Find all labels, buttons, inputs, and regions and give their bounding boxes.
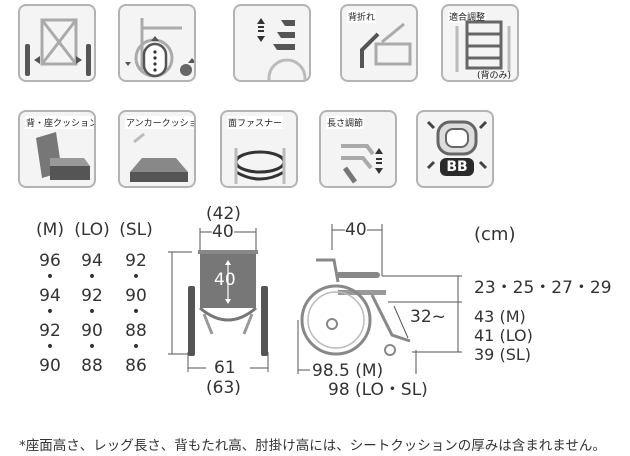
feature-icon-armrest <box>233 4 311 82</box>
feature-icon-bb: BB <box>416 110 494 188</box>
fitting-adjust-icon <box>455 20 511 72</box>
bb-seat-icon <box>426 120 488 170</box>
side-armrest-heights: 23・25・27・29 <box>474 278 612 298</box>
side-length-lo-sl: 98 (LO・SL) <box>328 380 428 400</box>
height-adjust-wheel-icon <box>125 18 194 78</box>
feature-icon-fastener: 面ファスナー <box>220 110 298 188</box>
front-top-width-paren: (42) <box>206 204 241 224</box>
front-top-width: 40 <box>212 222 234 242</box>
front-back-height: 40 <box>214 270 236 290</box>
front-view-drawing <box>168 228 269 372</box>
icon-label: 背・座クッション <box>25 116 94 129</box>
feature-icon-fitting-adjust: 適合調整 (背のみ) <box>441 4 519 82</box>
front-bottom-width: 61 <box>214 358 236 378</box>
value: 90 <box>81 321 103 341</box>
column-lo: (LO) 94 • 92 • 90 • 88 <box>74 220 110 376</box>
anchor-cushion-icon <box>130 132 188 182</box>
icon-sublabel: (背のみ) <box>477 71 512 81</box>
value: 94 <box>39 286 61 306</box>
value: 92 <box>39 321 61 341</box>
feature-icon-back-fold: 背折れ <box>340 4 418 82</box>
icon-label: 背折れ <box>347 10 377 23</box>
value: 88 <box>81 356 103 376</box>
feature-icon-height-adjust <box>118 4 196 82</box>
value: 92 <box>125 251 147 271</box>
unit-label: (cm) <box>474 224 516 245</box>
column-sl: (SL) 92 • 90 • 88 • 86 <box>119 220 153 376</box>
side-top-width: 40 <box>345 220 367 240</box>
icon-label: 長さ調節 <box>326 116 365 129</box>
column-header: (LO) <box>74 220 110 240</box>
footnote: *座面高さ、レッグ長さ、背もたれ高、肘掛け高には、シートクッションの厚みは含まれ… <box>19 438 606 454</box>
value: 94 <box>81 251 103 271</box>
feature-icon-length-adjust: 長さ調節 <box>319 110 397 188</box>
back-fold-icon <box>360 22 412 68</box>
feature-icon-folding <box>18 4 96 82</box>
icon-label: アンカークッション <box>125 116 194 129</box>
length-adjust-icon <box>341 144 383 184</box>
folding-wheelchair-icon <box>25 18 91 76</box>
side-view-drawing <box>297 224 462 374</box>
column-header: (SL) <box>119 220 153 240</box>
back-seat-cushion-icon <box>36 132 90 180</box>
value: 92 <box>81 286 103 306</box>
value: 90 <box>125 286 147 306</box>
side-length-m: 98.5 (M) <box>312 361 384 381</box>
side-seat-height-sl: 39 (SL) <box>474 345 531 364</box>
side-seat-height-lo: 41 (LO) <box>474 326 533 345</box>
bb-badge: BB <box>440 158 474 176</box>
value: 90 <box>39 356 61 376</box>
front-bottom-width-paren: (63) <box>206 378 241 398</box>
value: 86 <box>125 356 147 376</box>
column-m: (M) 96 • 94 • 92 • 90 <box>32 222 68 377</box>
column-header: (M) <box>36 220 64 240</box>
icon-label: 面ファスナー <box>227 116 284 129</box>
side-seat-height-m: 43 (M) <box>474 307 526 326</box>
feature-icon-back-seat-cushion: 背・座クッション <box>18 110 96 188</box>
feature-icon-anchor-cushion: アンカークッション <box>118 110 196 188</box>
side-leg-length: 32~ <box>410 307 446 327</box>
armrest-adjust-icon <box>257 18 307 80</box>
hook-loop-fastener-icon <box>234 148 286 184</box>
icon-label: 適合調整 <box>448 10 487 23</box>
value: 96 <box>39 251 61 271</box>
value: 88 <box>125 321 147 341</box>
